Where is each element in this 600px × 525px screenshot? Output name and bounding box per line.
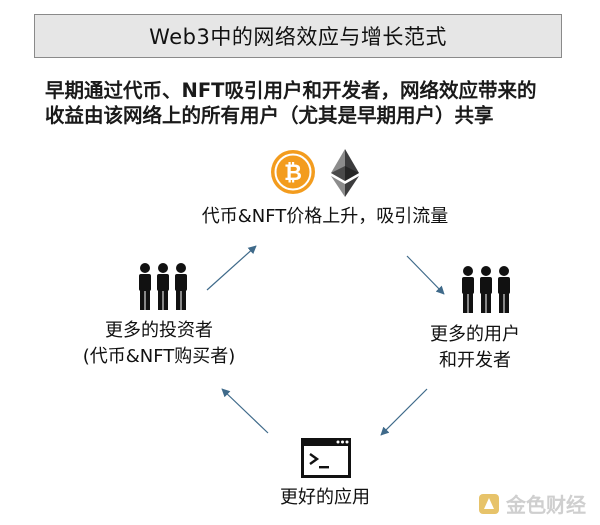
node-more-investors: 更多的投资者 (代币&NFT购买者): [64, 318, 254, 370]
node-more-users: 更多的用户 和开发者: [405, 322, 545, 374]
node-better-apps: 更好的应用: [240, 485, 410, 511]
intro-line-1: 早期通过代币、NFT吸引用户和开发者，网络效应带来的: [45, 79, 537, 102]
title-text: Web3中的网络效应与增长范式: [149, 25, 447, 49]
arrow-bottom-to-left: [221, 388, 269, 434]
node-more-investors-line1: 更多的投资者: [105, 320, 213, 341]
node-price-rise: 代币&NFT价格上升，吸引流量: [180, 204, 470, 230]
terminal-window-icon: [301, 438, 351, 478]
watermark-text: 金色财经: [506, 493, 586, 517]
ethereum-icon: [331, 149, 359, 197]
jinse-logo-icon: [479, 493, 499, 514]
arrow-top-to-right: [406, 255, 445, 295]
intro-text: 早期通过代币、NFT吸引用户和开发者，网络效应带来的 收益由该网络上的所有用户（…: [45, 78, 585, 128]
node-more-users-line2: 和开发者: [439, 350, 511, 371]
node-more-investors-line2: (代币&NFT购买者): [82, 346, 236, 367]
arrow-left-to-top: [206, 245, 257, 291]
arrow-right-to-bottom: [380, 388, 428, 436]
watermark: 金色财经: [478, 489, 586, 518]
people-group-icon: [139, 263, 187, 310]
node-price-rise-text: 代币&NFT价格上升，吸引流量: [201, 206, 449, 227]
node-better-apps-text: 更好的应用: [280, 487, 370, 508]
svg-text:₿: ₿: [284, 160, 302, 185]
page-title: Web3中的网络效应与增长范式: [34, 14, 562, 58]
bitcoin-icon: ₿: [271, 150, 315, 194]
people-group-icon: [462, 266, 510, 313]
node-more-users-line1: 更多的用户: [430, 324, 520, 345]
intro-line-2: 收益由该网络上的所有用户（尤其是早期用户）共享: [45, 104, 494, 127]
